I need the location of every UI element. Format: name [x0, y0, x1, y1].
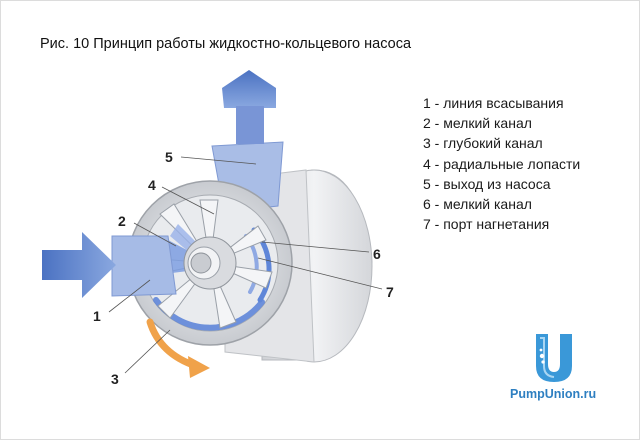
inlet-arrow: [42, 232, 116, 298]
legend-item: 6 - мелкий канал: [423, 196, 532, 213]
legend-item: 5 - выход из насоса: [423, 175, 551, 192]
leader-lines: [108, 156, 383, 374]
callout-2: 2: [118, 213, 126, 229]
callout-6: 6: [373, 246, 381, 262]
outlet-arrow: [222, 70, 276, 144]
legend-item: 4 - радиальные лопасти: [423, 155, 581, 172]
callout-7: 7: [386, 284, 394, 300]
brand-logo-letter: U: [554, 365, 555, 367]
callout-5: 5: [165, 149, 173, 165]
inlet-duct: [111, 235, 177, 297]
impeller-hub: [183, 236, 237, 290]
callout-1: 1: [93, 308, 101, 324]
legend-item: 3 - глубокий канал: [423, 135, 543, 152]
legend-item: 2 - мелкий канал: [423, 115, 532, 132]
rotation-arrow: [146, 318, 210, 378]
legend-item: 1 - линия всасывания: [423, 95, 564, 111]
legend-list: 1 - линия всасывания 2 - мелкий канал 3 …: [423, 93, 580, 234]
callout-4: 4: [148, 177, 156, 193]
legend-item: 7 - порт нагнетания: [423, 216, 550, 233]
brand-logo-icon: U: [536, 334, 572, 382]
figure-title: Рис. 10 Принцип работы жидкостно-кольцев…: [40, 36, 412, 52]
brand-name: PumpUnion.ru: [510, 387, 597, 401]
callout-3: 3: [111, 371, 119, 387]
